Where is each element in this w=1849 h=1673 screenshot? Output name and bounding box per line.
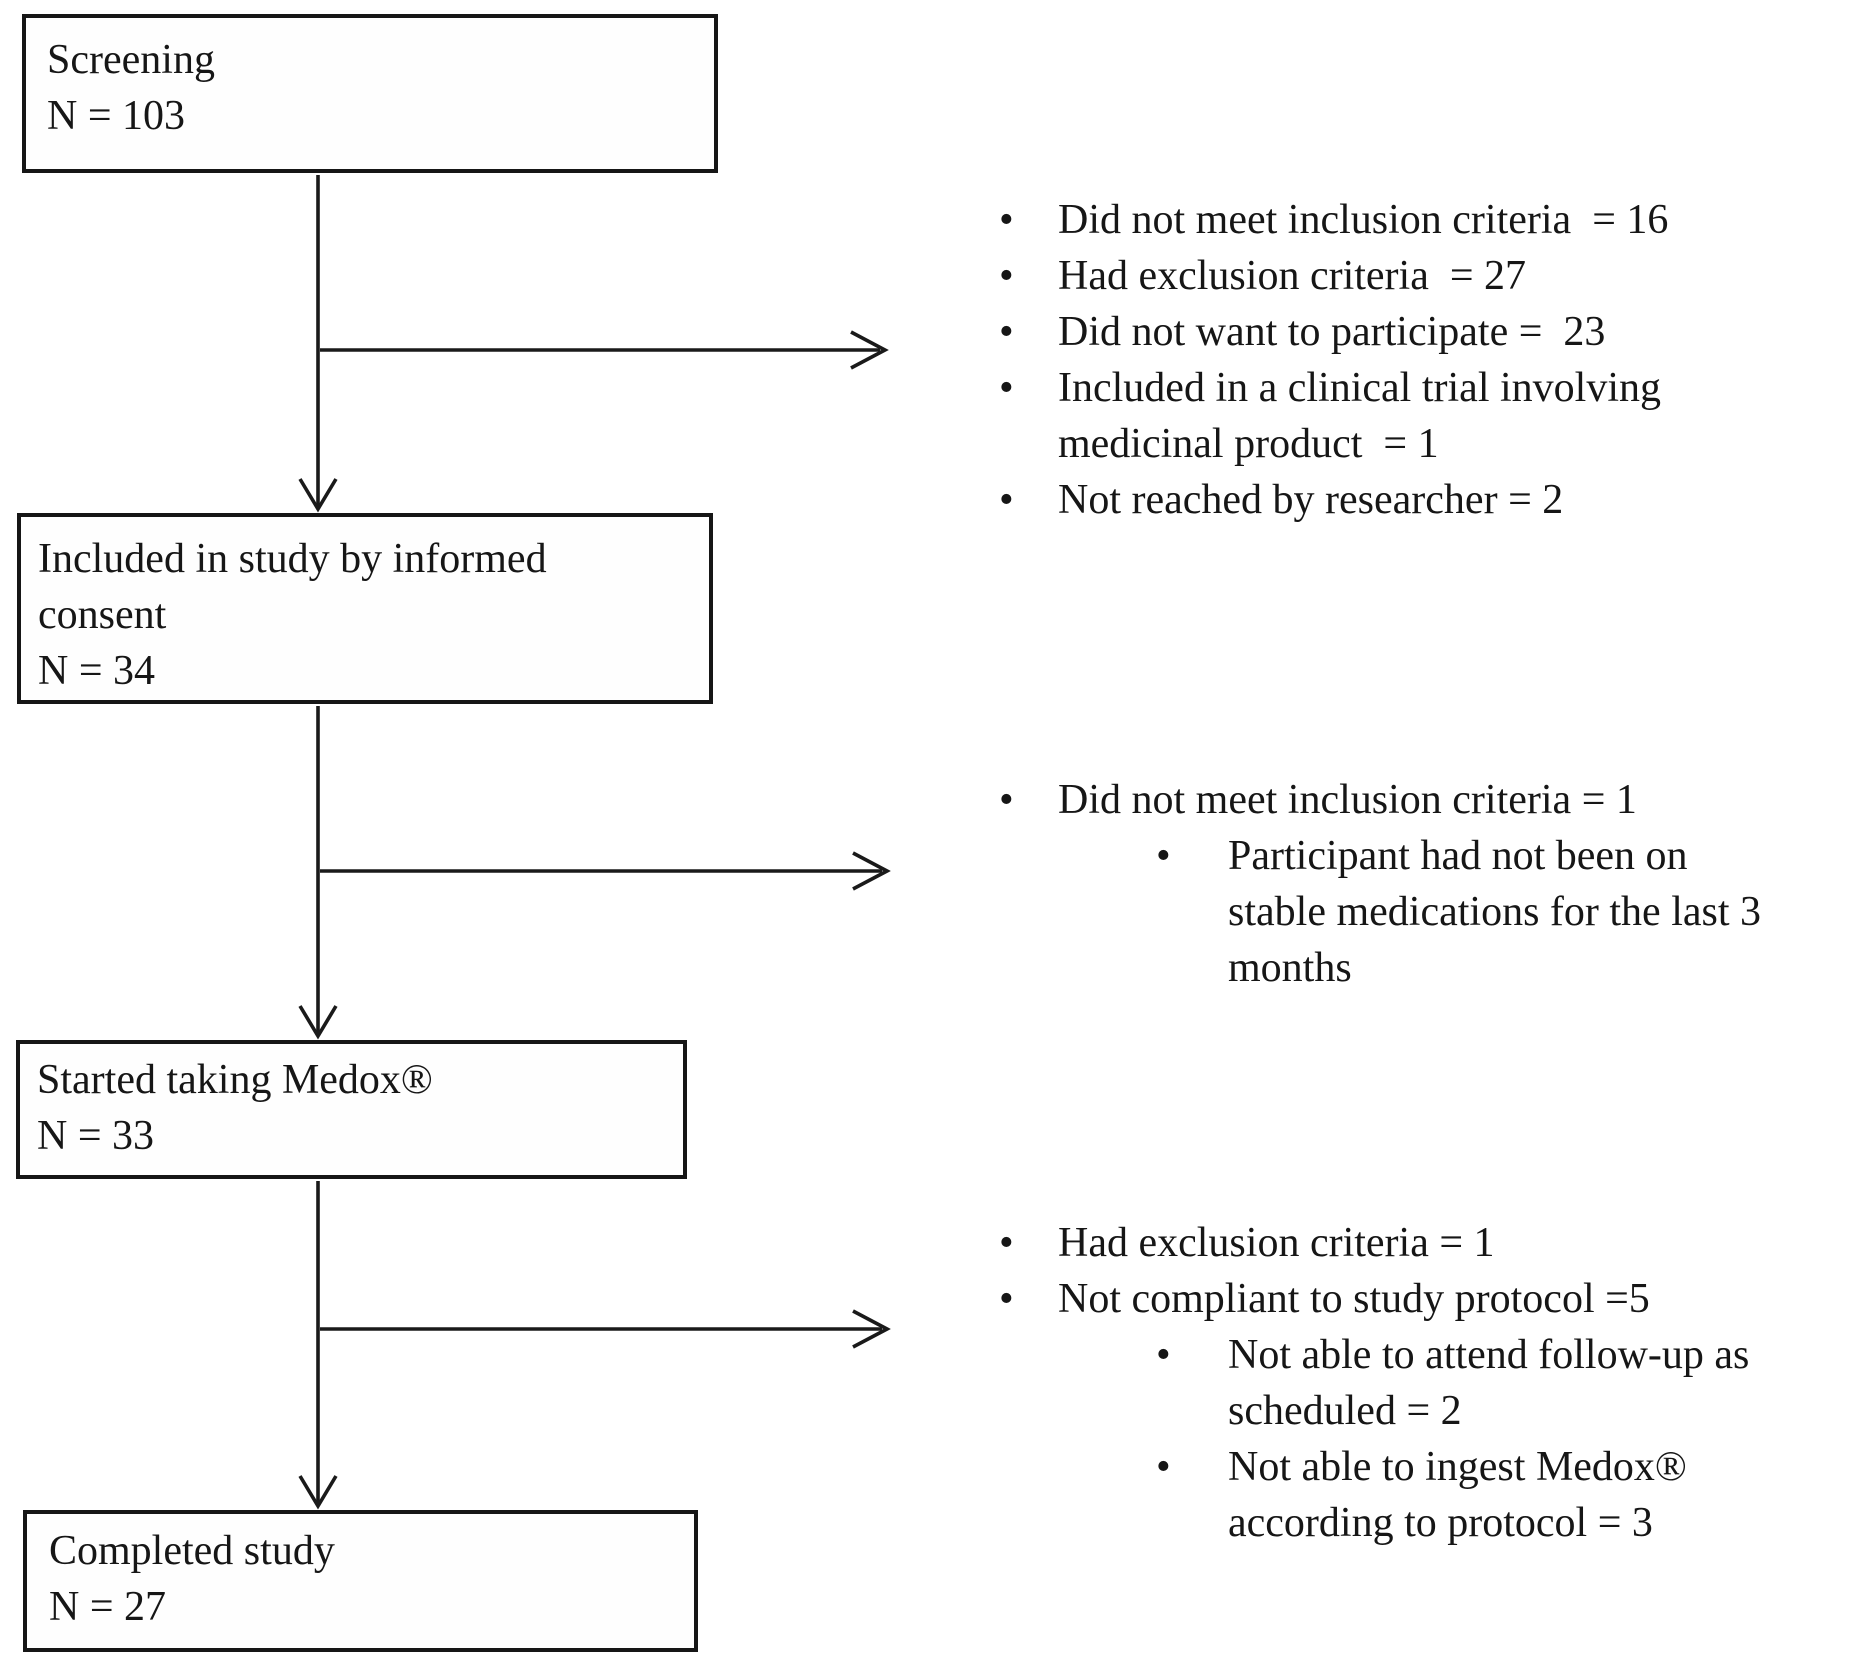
exclusion-item: Did not want to participate = 23 bbox=[985, 304, 1849, 360]
exclusion-subitem: Participant had not been on stable medic… bbox=[985, 828, 1849, 996]
flow-box-included-in-study: Included in study by informed consent N … bbox=[17, 513, 713, 704]
exclusion-item: Did not meet inclusion criteria = 1 bbox=[985, 772, 1849, 828]
arrow-included-exclusions bbox=[320, 851, 891, 891]
exclusion-item: Not reached by researcher = 2 bbox=[985, 472, 1849, 528]
exclusion-item: Included in a clinical trial involving m… bbox=[985, 360, 1849, 472]
exclusion-item: Did not meet inclusion criteria = 16 bbox=[985, 192, 1849, 248]
exclusion-item: Had exclusion criteria = 1 bbox=[985, 1215, 1849, 1271]
box-n-count: N = 103 bbox=[47, 93, 186, 139]
box-title: Screening bbox=[47, 37, 215, 83]
exclusion-subitem: Not able to attend follow-up as schedule… bbox=[985, 1327, 1849, 1439]
screening-exclusion-list: Did not meet inclusion criteria = 16 Had… bbox=[985, 192, 1849, 528]
box-n-count: N = 33 bbox=[37, 1113, 155, 1159]
arrow-started-to-completed bbox=[298, 1181, 338, 1510]
exclusion-subitem: Not able to ingest Medox® according to p… bbox=[985, 1439, 1849, 1551]
flow-box-started-medox: Started taking Medox® N = 33 bbox=[16, 1040, 687, 1179]
box-title: Started taking Medox® bbox=[37, 1057, 433, 1103]
flow-box-screening: Screening N = 103 bbox=[22, 14, 718, 173]
consent-exclusion-list: Did not meet inclusion criteria = 1 Part… bbox=[985, 772, 1849, 996]
exclusion-item: Not compliant to study protocol =5 bbox=[985, 1271, 1849, 1327]
box-n-count: N = 27 bbox=[49, 1584, 167, 1630]
flow-box-completed-study: Completed study N = 27 bbox=[23, 1510, 698, 1652]
box-n-count: N = 34 bbox=[38, 648, 156, 694]
arrow-screening-to-included bbox=[298, 175, 338, 513]
medox-exclusion-list: Had exclusion criteria = 1 Not compliant… bbox=[985, 1215, 1849, 1551]
arrow-screening-exclusions bbox=[320, 330, 889, 370]
exclusion-item: Had exclusion criteria = 27 bbox=[985, 248, 1849, 304]
box-title: Included in study by informed consent bbox=[38, 536, 547, 638]
arrow-included-to-started bbox=[298, 706, 338, 1040]
box-title: Completed study bbox=[49, 1528, 335, 1574]
arrow-started-exclusions bbox=[320, 1309, 891, 1349]
